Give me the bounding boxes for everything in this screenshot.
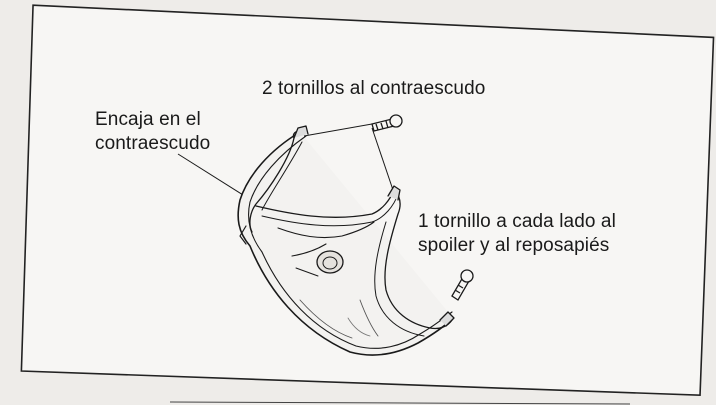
label-fits-into: Encaja en el contraescudo <box>95 108 210 156</box>
label-fits-into-line1: Encaja en el <box>95 109 201 130</box>
label-fits-into-line2: contraescudo <box>95 133 211 154</box>
screw-top-icon <box>371 114 403 132</box>
label-two-screws: 2 tornillos al contraescudo <box>262 78 486 99</box>
fairing-part-drawing <box>237 125 455 356</box>
screw-side-icon <box>451 269 474 301</box>
socket-hole-icon <box>316 250 344 274</box>
label-side-screw-line2: spoiler y al reposapiés <box>418 235 610 256</box>
leader-line-screws-top-right <box>371 127 394 191</box>
page-edge-line <box>169 401 631 405</box>
label-side-screw-line1: 1 tornillo a cada lado al <box>418 211 616 232</box>
figure-border <box>20 4 715 397</box>
leader-line-screws-top-left <box>303 123 373 137</box>
label-side-screw: 1 tornillo a cada lado al spoiler y al r… <box>418 210 616 258</box>
